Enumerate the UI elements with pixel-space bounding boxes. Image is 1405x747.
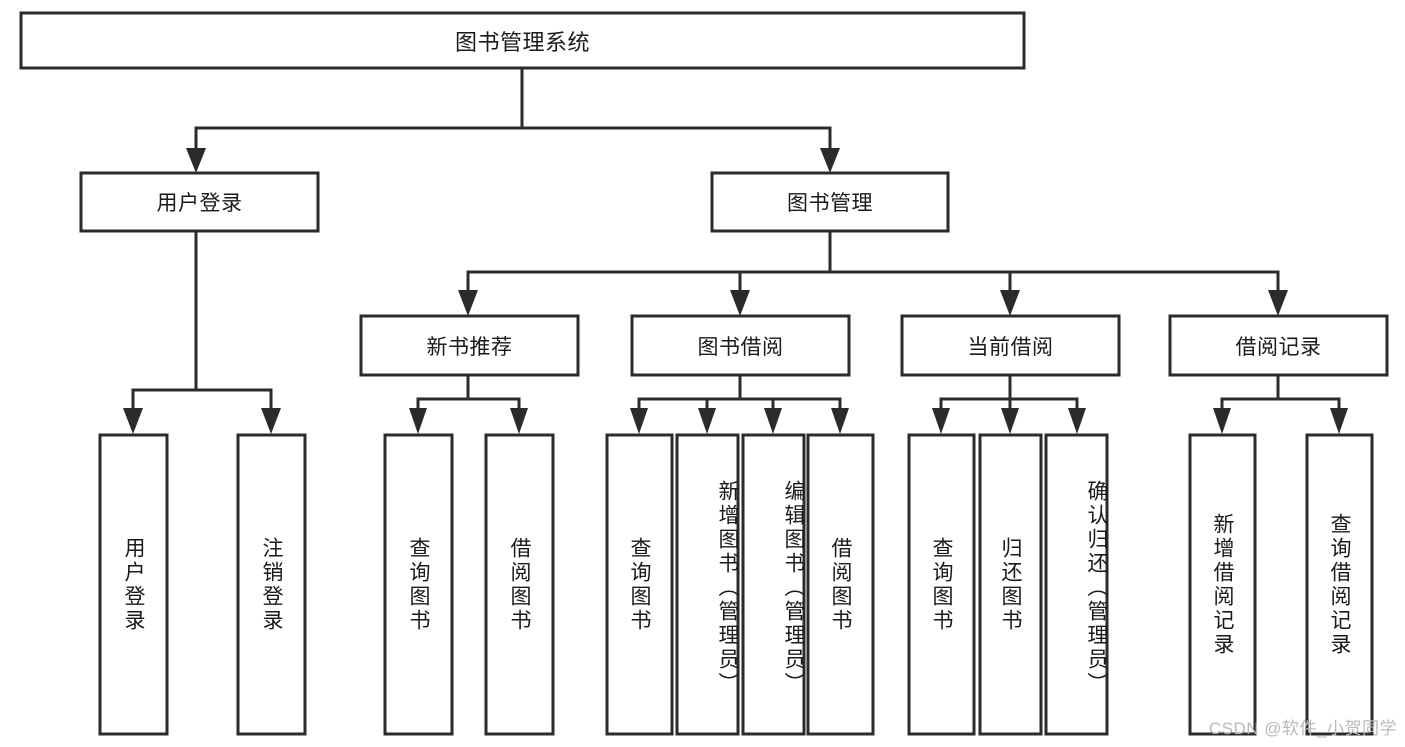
csdn-watermark: CSDN @软件_小贺同学: [1208, 719, 1397, 738]
connector-bookmgmt-to-level3: [458, 229, 1288, 316]
node-box-new-book-recommend[interactable]: [359, 314, 580, 377]
connector-userlogin-to-leaves: [123, 229, 281, 434]
node-box-leaf-user-login-1[interactable]: [236, 433, 307, 736]
node-box-leaf-borrow-record-0[interactable]: [1188, 433, 1257, 736]
connector-root-to-level2: [186, 66, 840, 173]
node-box-leaf-book-borrow-3[interactable]: [806, 433, 875, 736]
node-box-root[interactable]: [19, 11, 1026, 70]
node-box-book-borrow[interactable]: [630, 314, 851, 377]
node-box-book-management[interactable]: [710, 171, 950, 233]
connector-borrowrecord-to-leaves: [1213, 373, 1348, 434]
node-box-leaf-book-borrow-2[interactable]: [741, 433, 806, 736]
node-box-leaf-new-book-0[interactable]: [383, 433, 454, 736]
node-box-leaf-current-borrow-1[interactable]: [978, 433, 1043, 736]
connector-bookborrow-to-leaves: [630, 373, 849, 434]
node-box-leaf-user-login-0[interactable]: [98, 433, 169, 736]
node-box-borrow-record[interactable]: [1168, 314, 1389, 377]
node-box-user-login[interactable]: [79, 171, 320, 233]
node-box-leaf-current-borrow-2[interactable]: [1044, 433, 1109, 736]
node-box-leaf-current-borrow-0[interactable]: [907, 433, 976, 736]
node-box-leaf-book-borrow-1[interactable]: [675, 433, 740, 736]
connector-currentborrow-to-leaves: [932, 373, 1086, 434]
node-box-leaf-borrow-record-1[interactable]: [1305, 433, 1374, 736]
node-box-leaf-new-book-1[interactable]: [484, 433, 555, 736]
connector-newbook-to-leaves: [409, 373, 528, 434]
node-box-leaf-book-borrow-0[interactable]: [605, 433, 674, 736]
node-box-current-borrow[interactable]: [900, 314, 1121, 377]
